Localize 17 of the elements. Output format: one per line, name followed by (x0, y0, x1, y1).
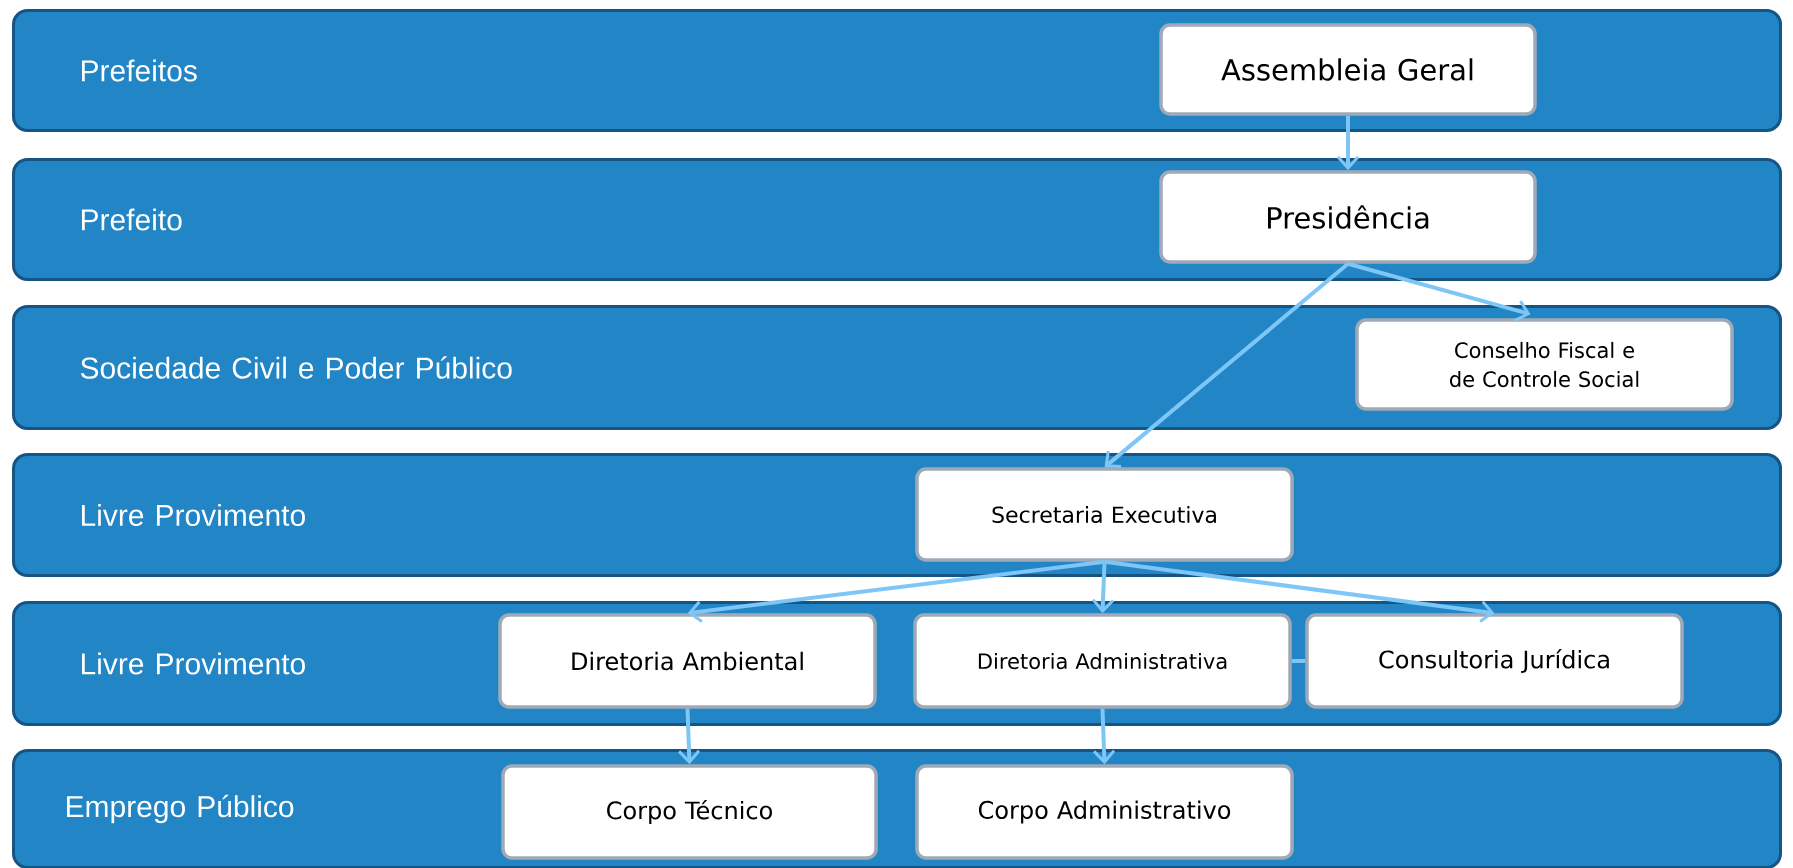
arrow (1347, 261, 1531, 322)
role-box: Diretoria Administrativa (913, 613, 1292, 709)
arrow (677, 708, 701, 765)
arrow (1104, 559, 1495, 623)
arrow (1091, 561, 1115, 614)
role-box: Consultoria Jurídica (1305, 613, 1684, 709)
role-box: Corpo Administrativo (915, 764, 1294, 860)
arrow (1092, 708, 1116, 765)
role-box: Conselho Fiscal e de Controle Social (1355, 318, 1734, 411)
arrow (1336, 115, 1360, 171)
role-box: Assembleia Geral (1159, 23, 1537, 116)
arrow (1104, 262, 1350, 468)
role-box: Corpo Técnico (501, 764, 878, 860)
role-box: Presidência (1159, 170, 1537, 264)
arrow (687, 559, 1105, 623)
role-box: Diretoria Ambiental (498, 613, 877, 709)
role-box: Secretaria Executiva (915, 467, 1294, 562)
